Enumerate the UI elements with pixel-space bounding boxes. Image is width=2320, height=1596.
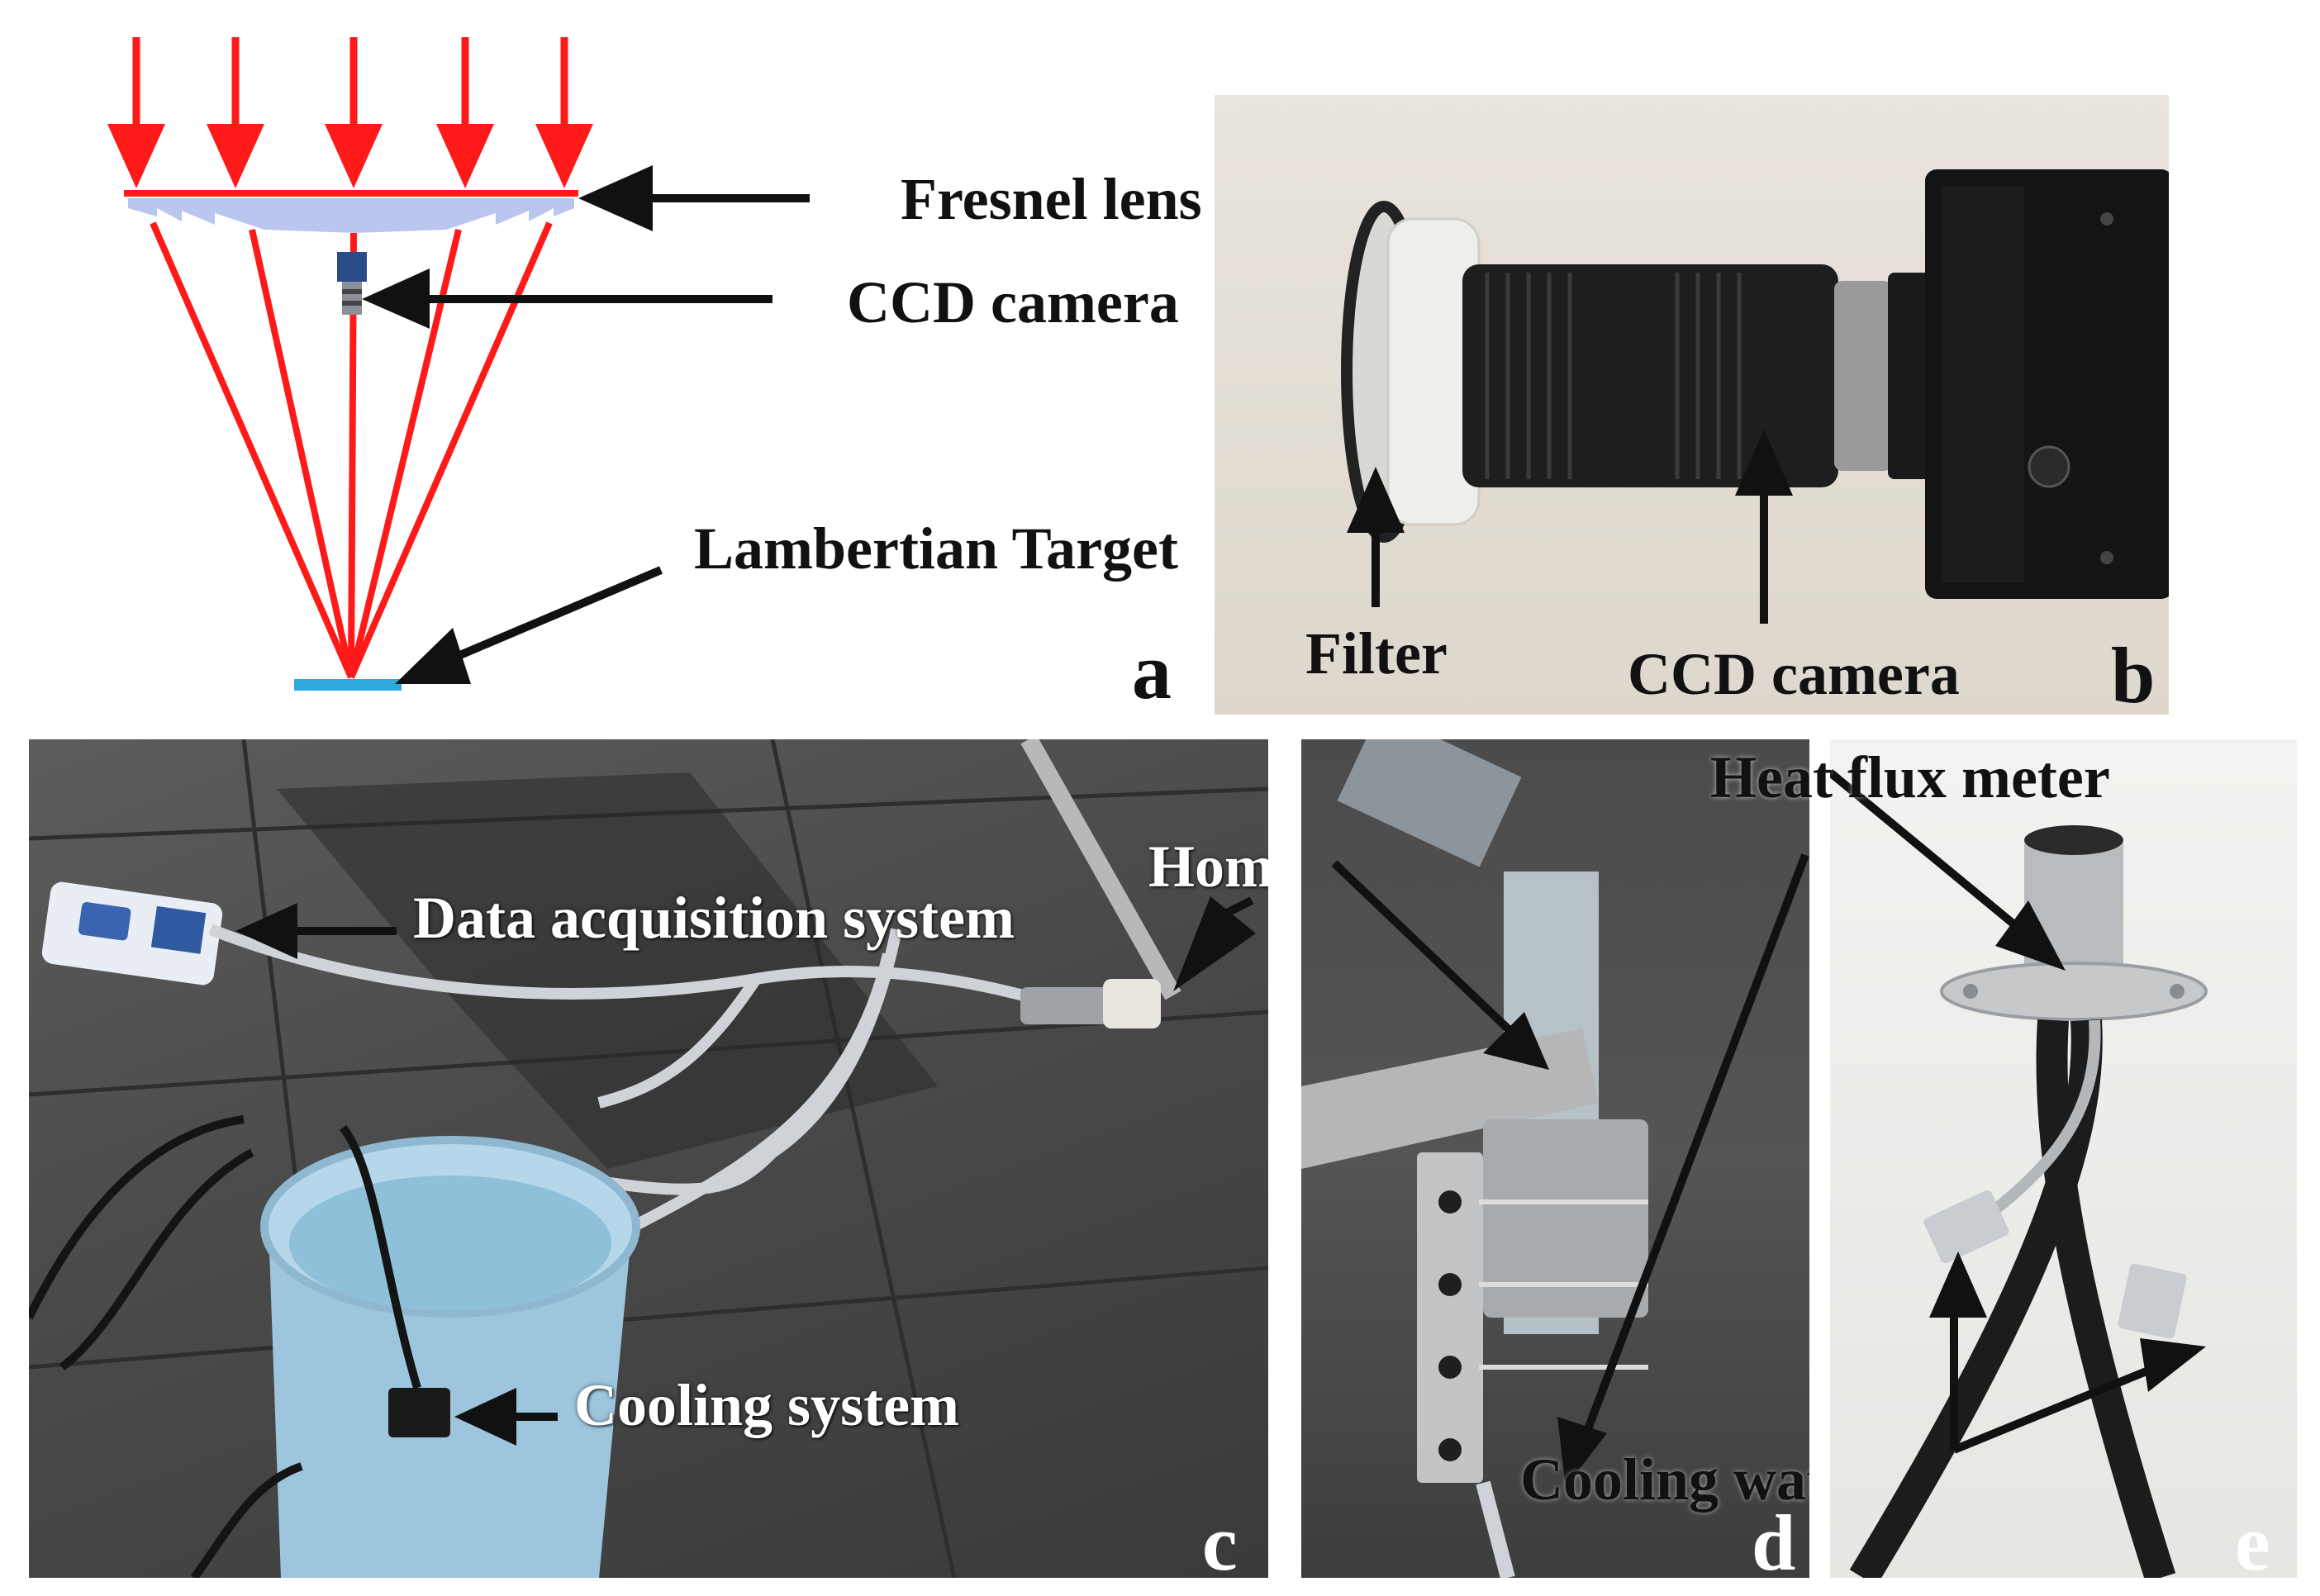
label-data-acquisition: Data acquisition system [413,885,1015,951]
camera-pointers [1347,430,1793,624]
heat-flux-illustration [1830,769,2208,1578]
label-fresnel-lens: Fresnel lens [901,166,1202,232]
lambertian-target-bar [294,679,402,691]
panel-letter-d: d [1752,1499,1796,1579]
label-filter: Filter [1305,620,1448,686]
label-cooling-water-pipe: Cooling water pipe [1520,1446,1809,1513]
pointer-arrows [362,165,810,684]
homogenizer-illustration [1301,739,1809,1578]
panel-letter-b: b [2111,631,2156,715]
clamp-bracket [1483,1119,1648,1318]
water-bucket [260,1136,640,1578]
incident-rays [107,37,593,188]
support-rod [1020,739,1181,1000]
panel-e-heat-flux-photo: e [1830,739,2297,1578]
data-logger-device [41,881,223,986]
panel-letter-e: e [2235,1499,2270,1579]
panel-c-setup-photo: Data acquisition system Homogenizer Cool… [29,739,1268,1578]
label-ccd-camera-b: CCD camera [1628,641,1960,707]
label-heat-flux-meter: Heat flux meter [1710,744,2110,810]
homogenizer-pointers [1331,853,1809,1487]
heat-flux-pointers [1830,769,2206,1454]
setup-illustration [29,739,1268,1578]
label-cooling-system: Cooling system [574,1372,959,1438]
lens-barrel [1462,264,1838,487]
label-ccd-camera-a: CCD camera [847,269,1179,335]
panel-letter-a: a [1132,627,1172,715]
lens-mount-ring [1834,281,1892,471]
label-lambertian-target: Lambertian Target [694,515,1178,582]
optical-diagram [107,37,810,691]
fresnel-lens-shape [128,198,574,233]
label-homogenizer: Homogenizer [1148,834,1268,900]
panel-d-homogenizer-photo: Cooling water pipe d [1301,739,1809,1578]
water-pump [388,1388,450,1437]
camera-illustration [1341,169,2169,624]
panel-letter-c: c [1202,1499,1238,1579]
ccd-camera-icon [337,252,367,315]
setup-pointers [235,896,1256,1446]
panel-a-schematic: Fresnel lens CCD camera Lambertian Targe… [0,0,1215,727]
panel-b-camera-photo: Filter CCD camera b [1215,95,2169,715]
